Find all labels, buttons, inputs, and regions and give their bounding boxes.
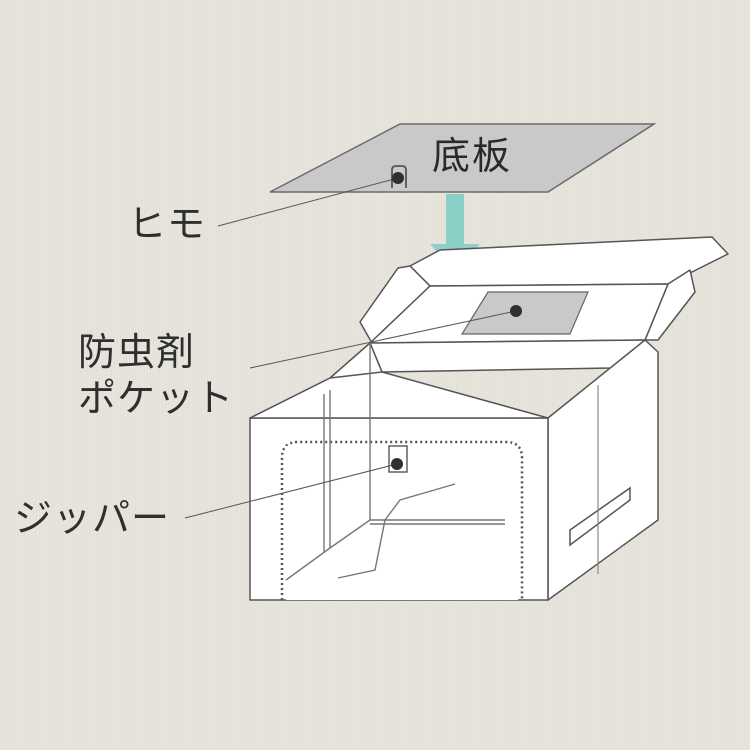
side-handle (569, 385, 631, 574)
bottom-board (269, 123, 657, 193)
repellent-pocket (460, 291, 589, 335)
label-zipper: ジッパー (14, 496, 171, 540)
string-callout-dot (392, 172, 404, 184)
label-pocket-line2: ポケット (78, 376, 235, 420)
leader-lines (184, 177, 517, 519)
zipper-callout-dot (391, 458, 403, 470)
string-loop-icon (391, 165, 407, 188)
zipper-track (280, 440, 524, 600)
pocket-callout-dot (510, 305, 522, 317)
board-title: 底板 (432, 134, 513, 178)
label-pocket-line1: 防虫剤 (78, 330, 196, 374)
label-himo: ヒモ (128, 202, 207, 246)
